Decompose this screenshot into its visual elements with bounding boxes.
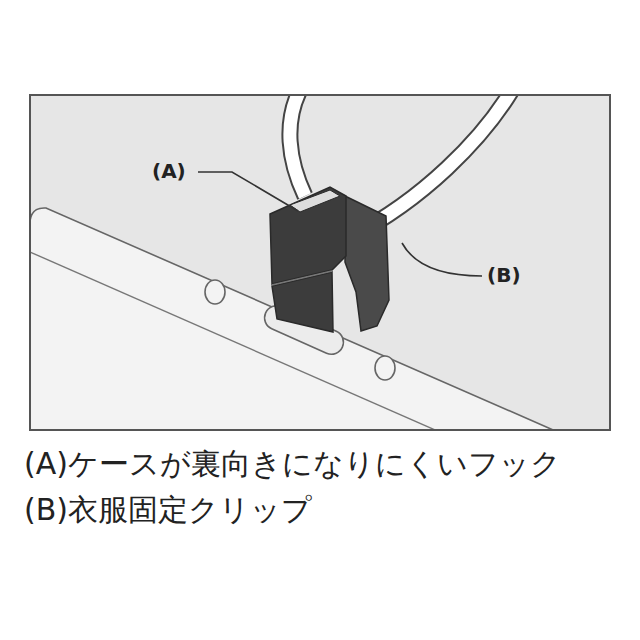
clothing-clip [345,196,389,331]
callout-letter: (A) [152,159,186,183]
leader-line [198,172,298,211]
card-inner-edge [31,252,609,429]
hook [270,187,389,332]
leader-line [402,243,482,276]
hook-tab [272,272,333,332]
card-hole [205,280,225,304]
callout-letter: (B) [487,263,521,287]
callout-description: (A)ケースが裏向きになりにくいフック [24,446,561,482]
hook-roller [290,190,340,212]
callout-description: (B)衣服固定クリップ [24,492,312,528]
card-hole [375,356,395,380]
